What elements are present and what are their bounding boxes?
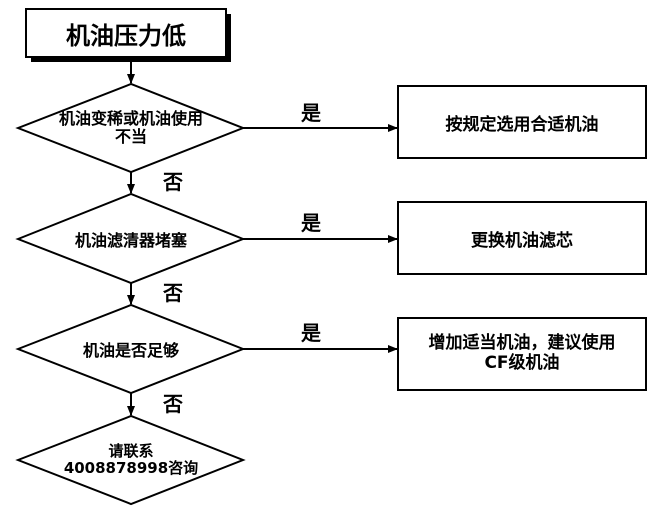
yes-label-1: 是 [301, 100, 321, 125]
start-box [25, 8, 227, 58]
decision-1-line-1: 机油变稀或机油使用 [58, 108, 203, 128]
end-line-2: 4008878998咨询 [63, 459, 199, 477]
end-label: 请联系 4008878998咨询 [36, 438, 226, 482]
end-diamond [15, 414, 246, 506]
no-label-2: 否 [163, 280, 183, 305]
action-box-1 [397, 85, 647, 159]
decision-2-label: 机油滤清器堵塞 [74, 231, 187, 250]
action-box-3 [397, 317, 647, 391]
no-label-1: 否 [163, 169, 183, 194]
action-box-2 [397, 201, 647, 275]
decision-1-label: 机油变稀或机油使用 不当 [36, 106, 226, 150]
action-1-label: 按规定选用合适机油 [445, 114, 599, 135]
yes-label-3: 是 [301, 320, 321, 345]
action-3-line-1: 增加适当机油，建议使用 [428, 333, 616, 354]
action-3-line-2: CF级机油 [484, 353, 560, 373]
action-3-label: 增加适当机油，建议使用 CF级机油 [398, 318, 646, 390]
no-label-3: 否 [163, 391, 183, 416]
decision-1-line-2: 不当 [114, 127, 147, 146]
action-2-label: 更换机油滤芯 [471, 230, 573, 251]
start-label: 机油压力低 [66, 21, 186, 50]
yes-label-2: 是 [301, 210, 321, 235]
decision-3-label: 机油是否足够 [82, 341, 179, 360]
end-line-1: 请联系 [108, 441, 154, 460]
